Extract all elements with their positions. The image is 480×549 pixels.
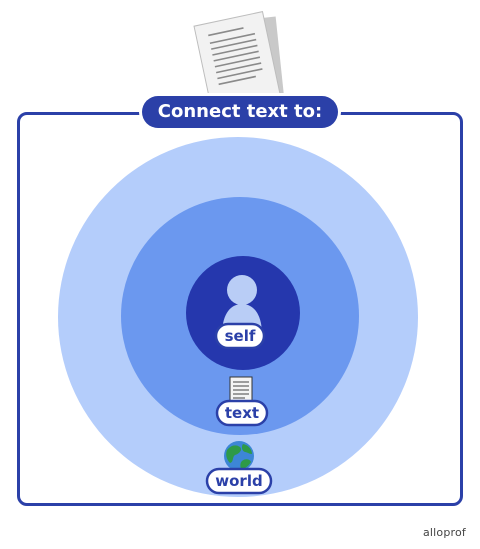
diagram-title: Connect text to: [142,96,338,128]
text-label: text [215,399,269,427]
document-icon [229,376,253,404]
svg-text:world: world [215,472,262,490]
globe-icon [224,441,254,471]
document-stack-icon [193,11,284,108]
world-label: world [205,467,273,495]
self-label: self [214,322,266,350]
svg-text:self: self [225,327,256,345]
svg-text:text: text [225,404,259,422]
brand-logo: alloprof [422,526,466,539]
